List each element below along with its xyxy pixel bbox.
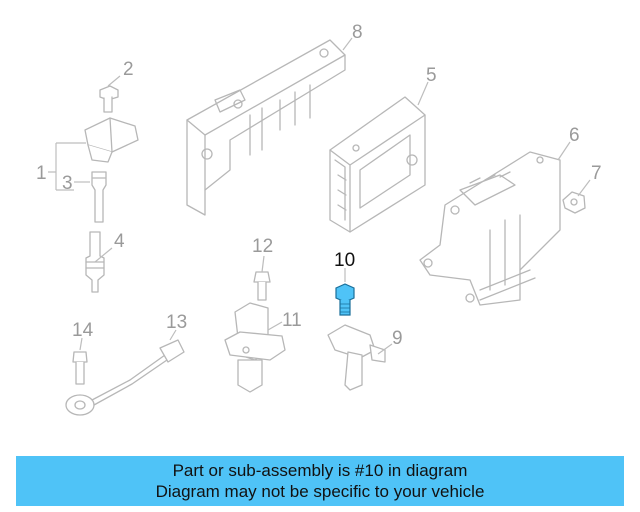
callout-7: 7: [591, 163, 602, 184]
callout-3: 3: [62, 173, 73, 194]
part-13-knock-sensor[interactable]: [65, 339, 185, 416]
callout-14: 14: [72, 320, 94, 341]
leader-lines: [48, 37, 591, 355]
part-7-clip[interactable]: [562, 191, 586, 214]
callout-12: 12: [252, 236, 273, 257]
callout-8: 8: [352, 22, 363, 43]
callout-9: 9: [392, 328, 403, 349]
callout-11: 11: [282, 310, 302, 331]
part-5-ecu[interactable]: [329, 96, 426, 233]
parts-diagram: 1 2 3 4 5 6 7 8 9 10 11 12 13 14: [36, 22, 602, 416]
part-8-bracket[interactable]: [186, 39, 346, 216]
callout-5: 5: [426, 65, 437, 86]
part-11-sensor[interactable]: [224, 302, 286, 393]
callout-10: 10: [334, 250, 355, 271]
part-6-bracket[interactable]: [419, 151, 561, 306]
banner-line-2: Diagram may not be specific to your vehi…: [155, 482, 485, 501]
callout-labels: 1 2 3 4 5 6 7 8 9 10 11 12 13 14: [36, 22, 602, 349]
part-14-bolt[interactable]: [72, 351, 88, 385]
callout-6: 6: [569, 125, 580, 146]
part-1-ignition-coil[interactable]: [84, 117, 139, 163]
part-3-boot[interactable]: [91, 171, 107, 223]
part-12-bolt[interactable]: [253, 271, 271, 301]
part-10-bolt[interactable]: [335, 283, 355, 316]
info-banner: Part or sub-assembly is #10 in diagram D…: [16, 456, 624, 506]
banner-line-1: Part or sub-assembly is #10 in diagram: [172, 461, 468, 480]
part-2-bolt[interactable]: [99, 85, 119, 113]
callout-13: 13: [166, 312, 187, 333]
callout-4: 4: [114, 231, 125, 252]
callout-2: 2: [123, 59, 134, 80]
part-9-sensor[interactable]: [327, 324, 386, 391]
callout-1: 1: [36, 163, 47, 184]
